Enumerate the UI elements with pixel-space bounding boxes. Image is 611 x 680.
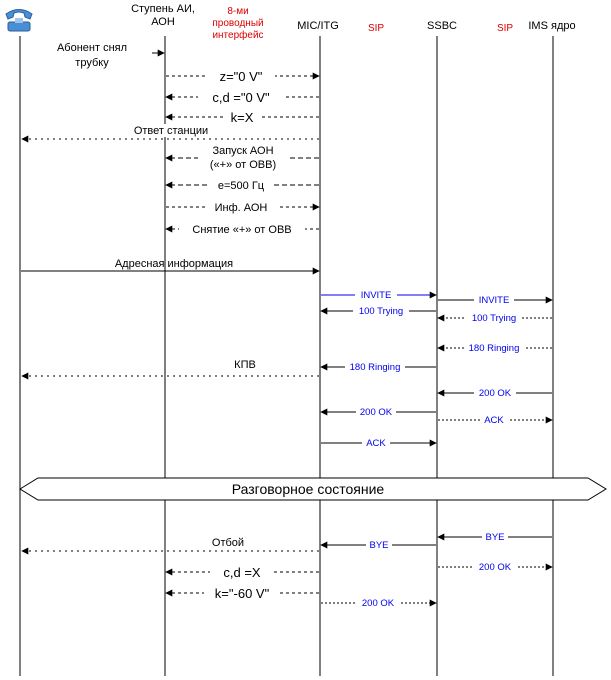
eight-wire-label-line2: проводный — [212, 18, 263, 29]
msg-bye-2: BYE — [485, 532, 504, 543]
conversation-label: Разговорное состояние — [232, 481, 385, 497]
stage-header-line1: Ступень АИ, — [131, 3, 195, 15]
eight-wire-label-line1: 8-ми — [227, 6, 248, 17]
mic-itg-header: MIC/ITG — [297, 20, 339, 32]
ssbc-header: SSBC — [427, 20, 457, 32]
msg-off-hook-line1: Абонент снял — [57, 42, 127, 54]
msg-cd-x: c,d =X — [223, 565, 261, 580]
eight-wire-label-line3: интерфейс — [212, 29, 263, 41]
msg-aon-start-line2: («+» от ОВВ) — [210, 159, 276, 171]
msg-address-info: Адресная информация — [115, 258, 233, 270]
msg-ack-2: ACK — [484, 415, 504, 426]
msg-aon-start-line1: Запуск АОН — [212, 145, 273, 157]
msg-trying-2: 100 Trying — [472, 313, 516, 324]
msg-trying-1: 100 Trying — [359, 306, 403, 317]
msg-ringing-1: 180 Ringing — [350, 362, 401, 373]
msg-cd-0v: c,d ="0 V" — [212, 90, 270, 105]
msg-hangup: Отбой — [212, 537, 244, 549]
sip-label-1: SIP — [368, 23, 384, 34]
stage-header-line2: АОН — [151, 16, 175, 28]
ims-header: IMS ядро — [528, 20, 575, 32]
msg-e-500: е=500 Гц — [218, 180, 265, 192]
msg-ok-2: 200 OK — [479, 388, 512, 399]
msg-ok-1: 200 OK — [360, 407, 393, 418]
sip-label-2: SIP — [497, 23, 513, 34]
msg-k-60v: k="-60 V" — [215, 586, 270, 601]
msg-invite-2: INVITE — [479, 295, 510, 306]
telephone-icon — [5, 9, 33, 32]
msg-z-0v: z="0 V" — [220, 69, 263, 84]
msg-plus-removal: Снятие «+» от ОВВ — [192, 224, 291, 236]
msg-ok-3: 200 OK — [479, 562, 512, 573]
msg-k-x: k=X — [231, 110, 254, 125]
msg-off-hook-line2: трубку — [75, 57, 109, 69]
msg-station-answer: Ответ станции — [134, 125, 208, 137]
msg-invite-1: INVITE — [361, 290, 392, 301]
msg-kpv: КПВ — [234, 359, 256, 371]
conversation-banner — [19, 477, 607, 501]
msg-ack-1: ACK — [366, 438, 386, 449]
msg-ringing-2: 180 Ringing — [469, 343, 520, 354]
msg-ok-4: 200 OK — [362, 598, 395, 609]
msg-aon-info: Инф. АОН — [215, 202, 268, 214]
msg-bye-1: BYE — [369, 540, 388, 551]
